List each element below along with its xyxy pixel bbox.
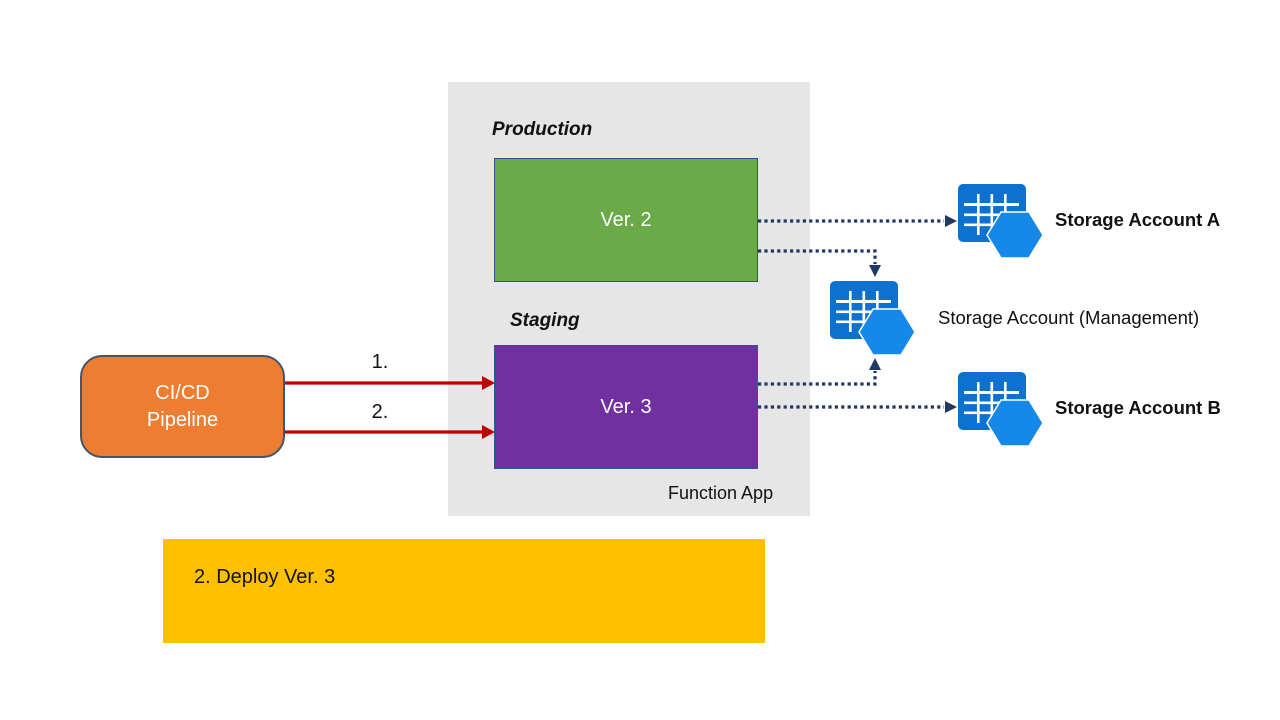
deploy-note[interactable]: 2. Deploy Ver. 3: [163, 539, 765, 643]
storage-account-management-icon[interactable]: [829, 280, 917, 358]
storage-account-management-label: Storage Account (Management): [938, 307, 1200, 328]
storage-account-a-label: Storage Account A: [1055, 209, 1221, 230]
production-slot-node[interactable]: Ver. 2: [494, 158, 758, 282]
production-slot-version: Ver. 2: [600, 208, 652, 231]
function-app-label: Function App: [668, 483, 774, 503]
storage-account-a-icon[interactable]: [957, 183, 1045, 261]
cicd-pipeline-label: CI/CD Pipeline: [146, 381, 219, 431]
deploy-note-text: 2. Deploy Ver. 3: [194, 566, 336, 588]
deploy-step-1-label: 1.: [371, 351, 389, 373]
production-label: Production: [492, 119, 593, 140]
staging-slot-version: Ver. 3: [600, 395, 652, 418]
staging-slot-node[interactable]: Ver. 3: [494, 345, 758, 469]
deploy-step-2-label: 2.: [371, 401, 389, 423]
cicd-pipeline-node[interactable]: CI/CD Pipeline: [80, 355, 285, 458]
staging-label: Staging: [510, 310, 580, 331]
storage-account-b-icon[interactable]: [957, 371, 1045, 449]
storage-account-b-label: Storage Account B: [1055, 397, 1221, 418]
